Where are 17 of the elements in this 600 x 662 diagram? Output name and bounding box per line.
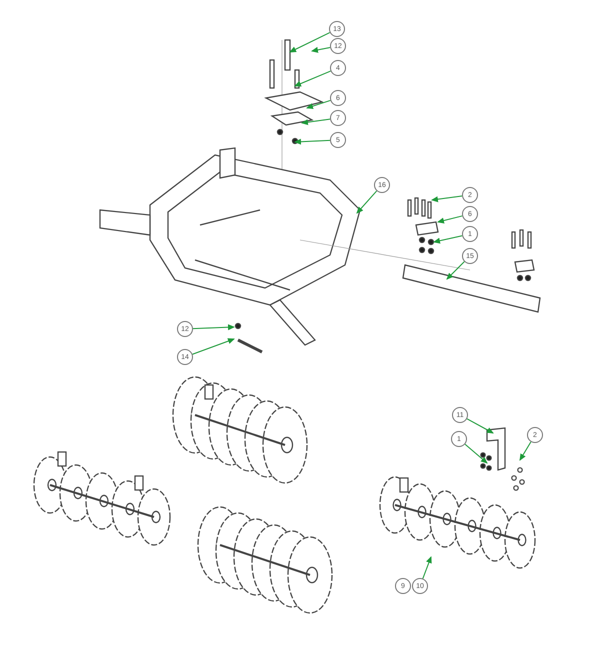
leader-line bbox=[431, 196, 463, 202]
leader-line bbox=[519, 441, 532, 461]
leader-line bbox=[306, 100, 331, 110]
leader-line bbox=[464, 444, 488, 464]
leader-line bbox=[437, 215, 463, 224]
leader-line bbox=[294, 138, 330, 145]
leader-line bbox=[311, 46, 331, 53]
leader-line bbox=[446, 261, 465, 280]
leader-line bbox=[466, 418, 494, 434]
leader-line bbox=[289, 32, 330, 52]
leader-line bbox=[192, 324, 235, 330]
leader-line bbox=[301, 118, 331, 126]
leader-line bbox=[356, 190, 378, 214]
leader-line bbox=[192, 338, 235, 355]
leader-line bbox=[294, 70, 332, 86]
leader-line bbox=[422, 556, 432, 580]
leader-line bbox=[433, 235, 463, 244]
